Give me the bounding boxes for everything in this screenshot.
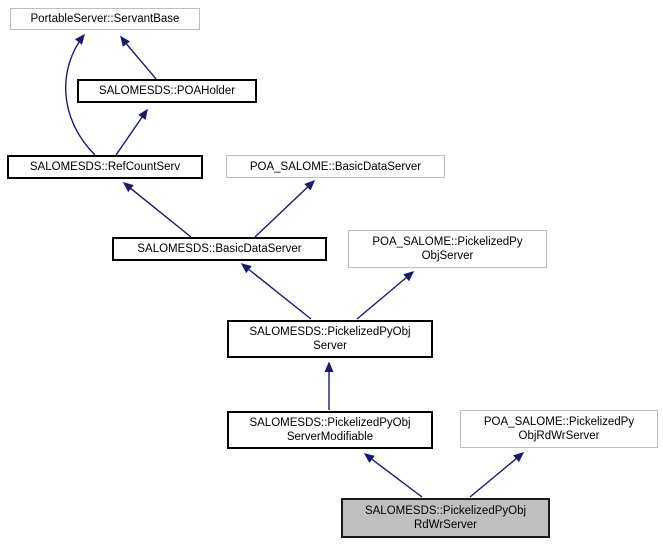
class-node-salomesds-poaholder[interactable]: SALOMESDS::POAHolder — [77, 79, 257, 103]
class-node-poa-salome-pickelizedpyobjserver: POA_SALOME::PickelizedPy ObjServer — [348, 230, 547, 268]
class-label: PortableServer::ServantBase — [30, 13, 180, 25]
edge-pickobj-rdwr-to-pickobj-modif — [363, 453, 423, 498]
class-label: POA_SALOME::BasicDataServer — [249, 160, 422, 173]
class-label-line1: POA_SALOME::PickelizedPy — [372, 236, 523, 248]
class-node-salomesds-refcountserv[interactable]: SALOMESDS::RefCountServ — [7, 155, 203, 179]
edge-basicdata-to-poa-basicdata — [254, 179, 316, 238]
class-label-line1: POA_SALOME::PickelizedPy — [483, 416, 635, 428]
edge-poaholder-to-servantbase — [120, 35, 157, 80]
class-label: SALOMESDS::RefCountServ — [29, 161, 181, 173]
class-label-line1: SALOMESDS::PickelizedPyObj — [249, 326, 411, 338]
class-label-line2: ObjRdWrServer — [518, 430, 600, 442]
class-node-poa-salome-pickelizedpyobjrdwrserver: POA_SALOME::PickelizedPy ObjRdWrServer — [460, 410, 658, 448]
class-label-line2: ObjServer — [421, 250, 474, 262]
edge-refcountserv-to-poaholder — [115, 108, 148, 156]
class-label: SALOMESDS::POAHolder — [98, 85, 236, 97]
class-node-salomesds-pickelizedpyobjservermodifiable[interactable]: SALOMESDS::PickelizedPyObj ServerModifia… — [227, 411, 433, 449]
edge-refcountserv-to-servantbase — [64, 33, 96, 156]
edge-pickobj-rdwr-to-poa-pickobj-rdwr — [469, 452, 525, 498]
class-label-line2: Server — [313, 340, 347, 352]
class-label-line1: SALOMESDS::PickelizedPyObj — [364, 505, 527, 517]
class-node-poa-salome-basicdataserver: POA_SALOME::BasicDataServer — [226, 155, 445, 178]
edge-pickobj-to-basicdata — [240, 263, 312, 320]
class-node-salomesds-pickelizedpyobjserver[interactable]: SALOMESDS::PickelizedPyObj Server — [227, 320, 433, 358]
class-node-salomesds-pickelizedpyobjrdwrserver-current: SALOMESDS::PickelizedPyObj RdWrServer — [341, 498, 550, 538]
class-node-portableserver-servantbase: PortableServer::ServantBase — [10, 8, 200, 30]
edge-basicdata-to-refcountserv — [122, 182, 192, 238]
class-label-line2: ServerModifiable — [286, 431, 374, 443]
class-label: SALOMESDS::BasicDataServer — [137, 243, 302, 255]
edge-pickobj-to-poa-pickobj — [356, 271, 415, 320]
class-label-line1: SALOMESDS::PickelizedPyObj — [249, 417, 411, 429]
class-node-salomesds-basicdataserver[interactable]: SALOMESDS::BasicDataServer — [112, 237, 327, 261]
class-label-line2: RdWrServer — [413, 519, 478, 531]
